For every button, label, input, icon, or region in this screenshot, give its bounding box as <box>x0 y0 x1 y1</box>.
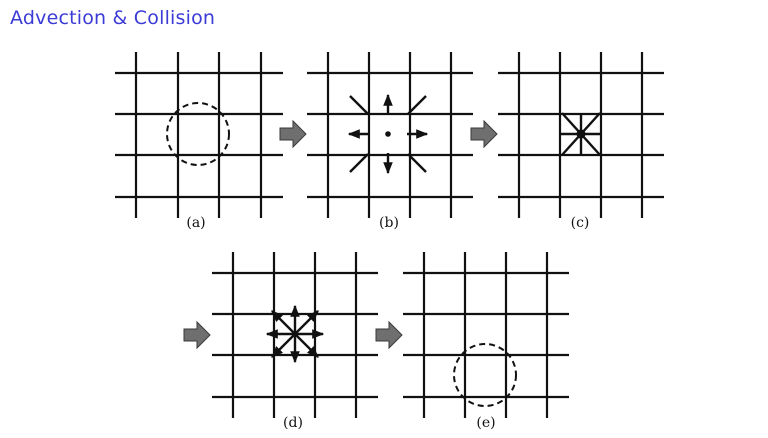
step-arrow-3 <box>183 320 211 350</box>
particle-dashed-circle <box>453 343 517 407</box>
panel-label-a: (a) <box>186 215 205 231</box>
panel-a: (a) <box>115 52 283 231</box>
lattice-grid <box>403 252 569 418</box>
streamed-distributions <box>347 93 429 175</box>
centre-node <box>385 131 391 137</box>
slide-title: Advection & Collision <box>10 7 216 29</box>
panel-label-e: (e) <box>476 415 495 431</box>
collision-node <box>576 129 586 139</box>
step-arrow-1 <box>279 119 307 149</box>
panel-d: (d) <box>212 252 378 431</box>
step-arrow-4 <box>375 320 403 350</box>
panel-c: (c) <box>498 52 664 231</box>
collided-distributions <box>265 304 325 364</box>
panel-e: (e) <box>403 252 569 431</box>
particle-dashed-circle <box>166 102 230 166</box>
step-arrow-2 <box>470 119 498 149</box>
panel-label-b: (b) <box>379 215 399 231</box>
panel-label-d: (d) <box>283 415 303 431</box>
panel-b: (b) <box>307 52 473 231</box>
lattice-grid <box>115 52 283 218</box>
panel-label-c: (c) <box>571 215 590 231</box>
